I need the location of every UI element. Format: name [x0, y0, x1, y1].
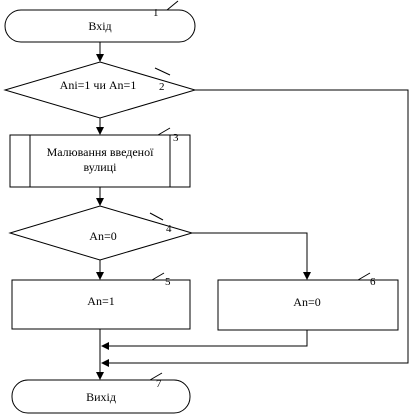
- set1-shape: [11, 279, 191, 330]
- arrowhead-cond2-to-set1: [96, 272, 104, 280]
- process-set-an1: 5 An=1: [11, 272, 191, 330]
- cond2-label: An=0: [89, 229, 116, 243]
- start-number-leader: [166, 0, 179, 11]
- set0-number: 6: [370, 276, 376, 288]
- cond1-label: Ani=1 чи An=1: [60, 78, 137, 92]
- end-label: Вихід: [86, 390, 116, 404]
- arrowhead-cond1-to-draw: [96, 127, 104, 135]
- set0-label: An=0: [293, 295, 320, 309]
- arrowhead-set0-merge: [101, 342, 109, 350]
- decision-cond1: 2 Ani=1 чи An=1: [3, 61, 197, 119]
- set1-number-leader: [151, 272, 165, 281]
- end-number-leader: [149, 372, 163, 381]
- connector-cond2-to-set0: [192, 232, 308, 272]
- set1-number: 5: [165, 276, 171, 288]
- start-label: Вхід: [88, 19, 111, 33]
- set0-shape: [217, 279, 399, 331]
- connector-cond1-bypass: [108, 89, 409, 364]
- draw-number: 3: [173, 132, 179, 144]
- cond1-number-leader: [154, 67, 171, 76]
- cond2-number: 4: [166, 223, 172, 235]
- process-set-an0: 6 An=0: [217, 272, 399, 331]
- decision-cond2: 4 An=0: [8, 205, 194, 261]
- end-number: 7: [156, 378, 162, 390]
- set1-label: An=1: [87, 294, 114, 308]
- arrowhead-draw-to-cond2: [96, 198, 104, 206]
- cond1-number: 2: [159, 81, 165, 93]
- cond2-number-leader: [149, 212, 164, 221]
- set0-number-leader: [357, 272, 371, 281]
- connector-set0-merge: [108, 330, 308, 347]
- end-terminator: 7 Вихід: [11, 372, 191, 414]
- arrowhead-bypass-merge: [101, 359, 109, 367]
- start-terminator: 1 Вхід: [4, 0, 196, 43]
- end-shape: [11, 379, 191, 414]
- draw-label-line2: вулиці: [84, 160, 118, 174]
- arrowhead-to-end: [96, 372, 104, 380]
- start-number: 1: [153, 7, 159, 19]
- arrowhead-start-to-cond1: [96, 54, 104, 62]
- arrowhead-cond2-to-set0: [303, 272, 311, 280]
- process-draw-street: 3 Малювання введеної вулиці: [9, 127, 191, 188]
- draw-number-leader: [157, 127, 171, 136]
- draw-shape: [9, 134, 191, 188]
- draw-label-line1: Малювання введеної: [47, 145, 155, 159]
